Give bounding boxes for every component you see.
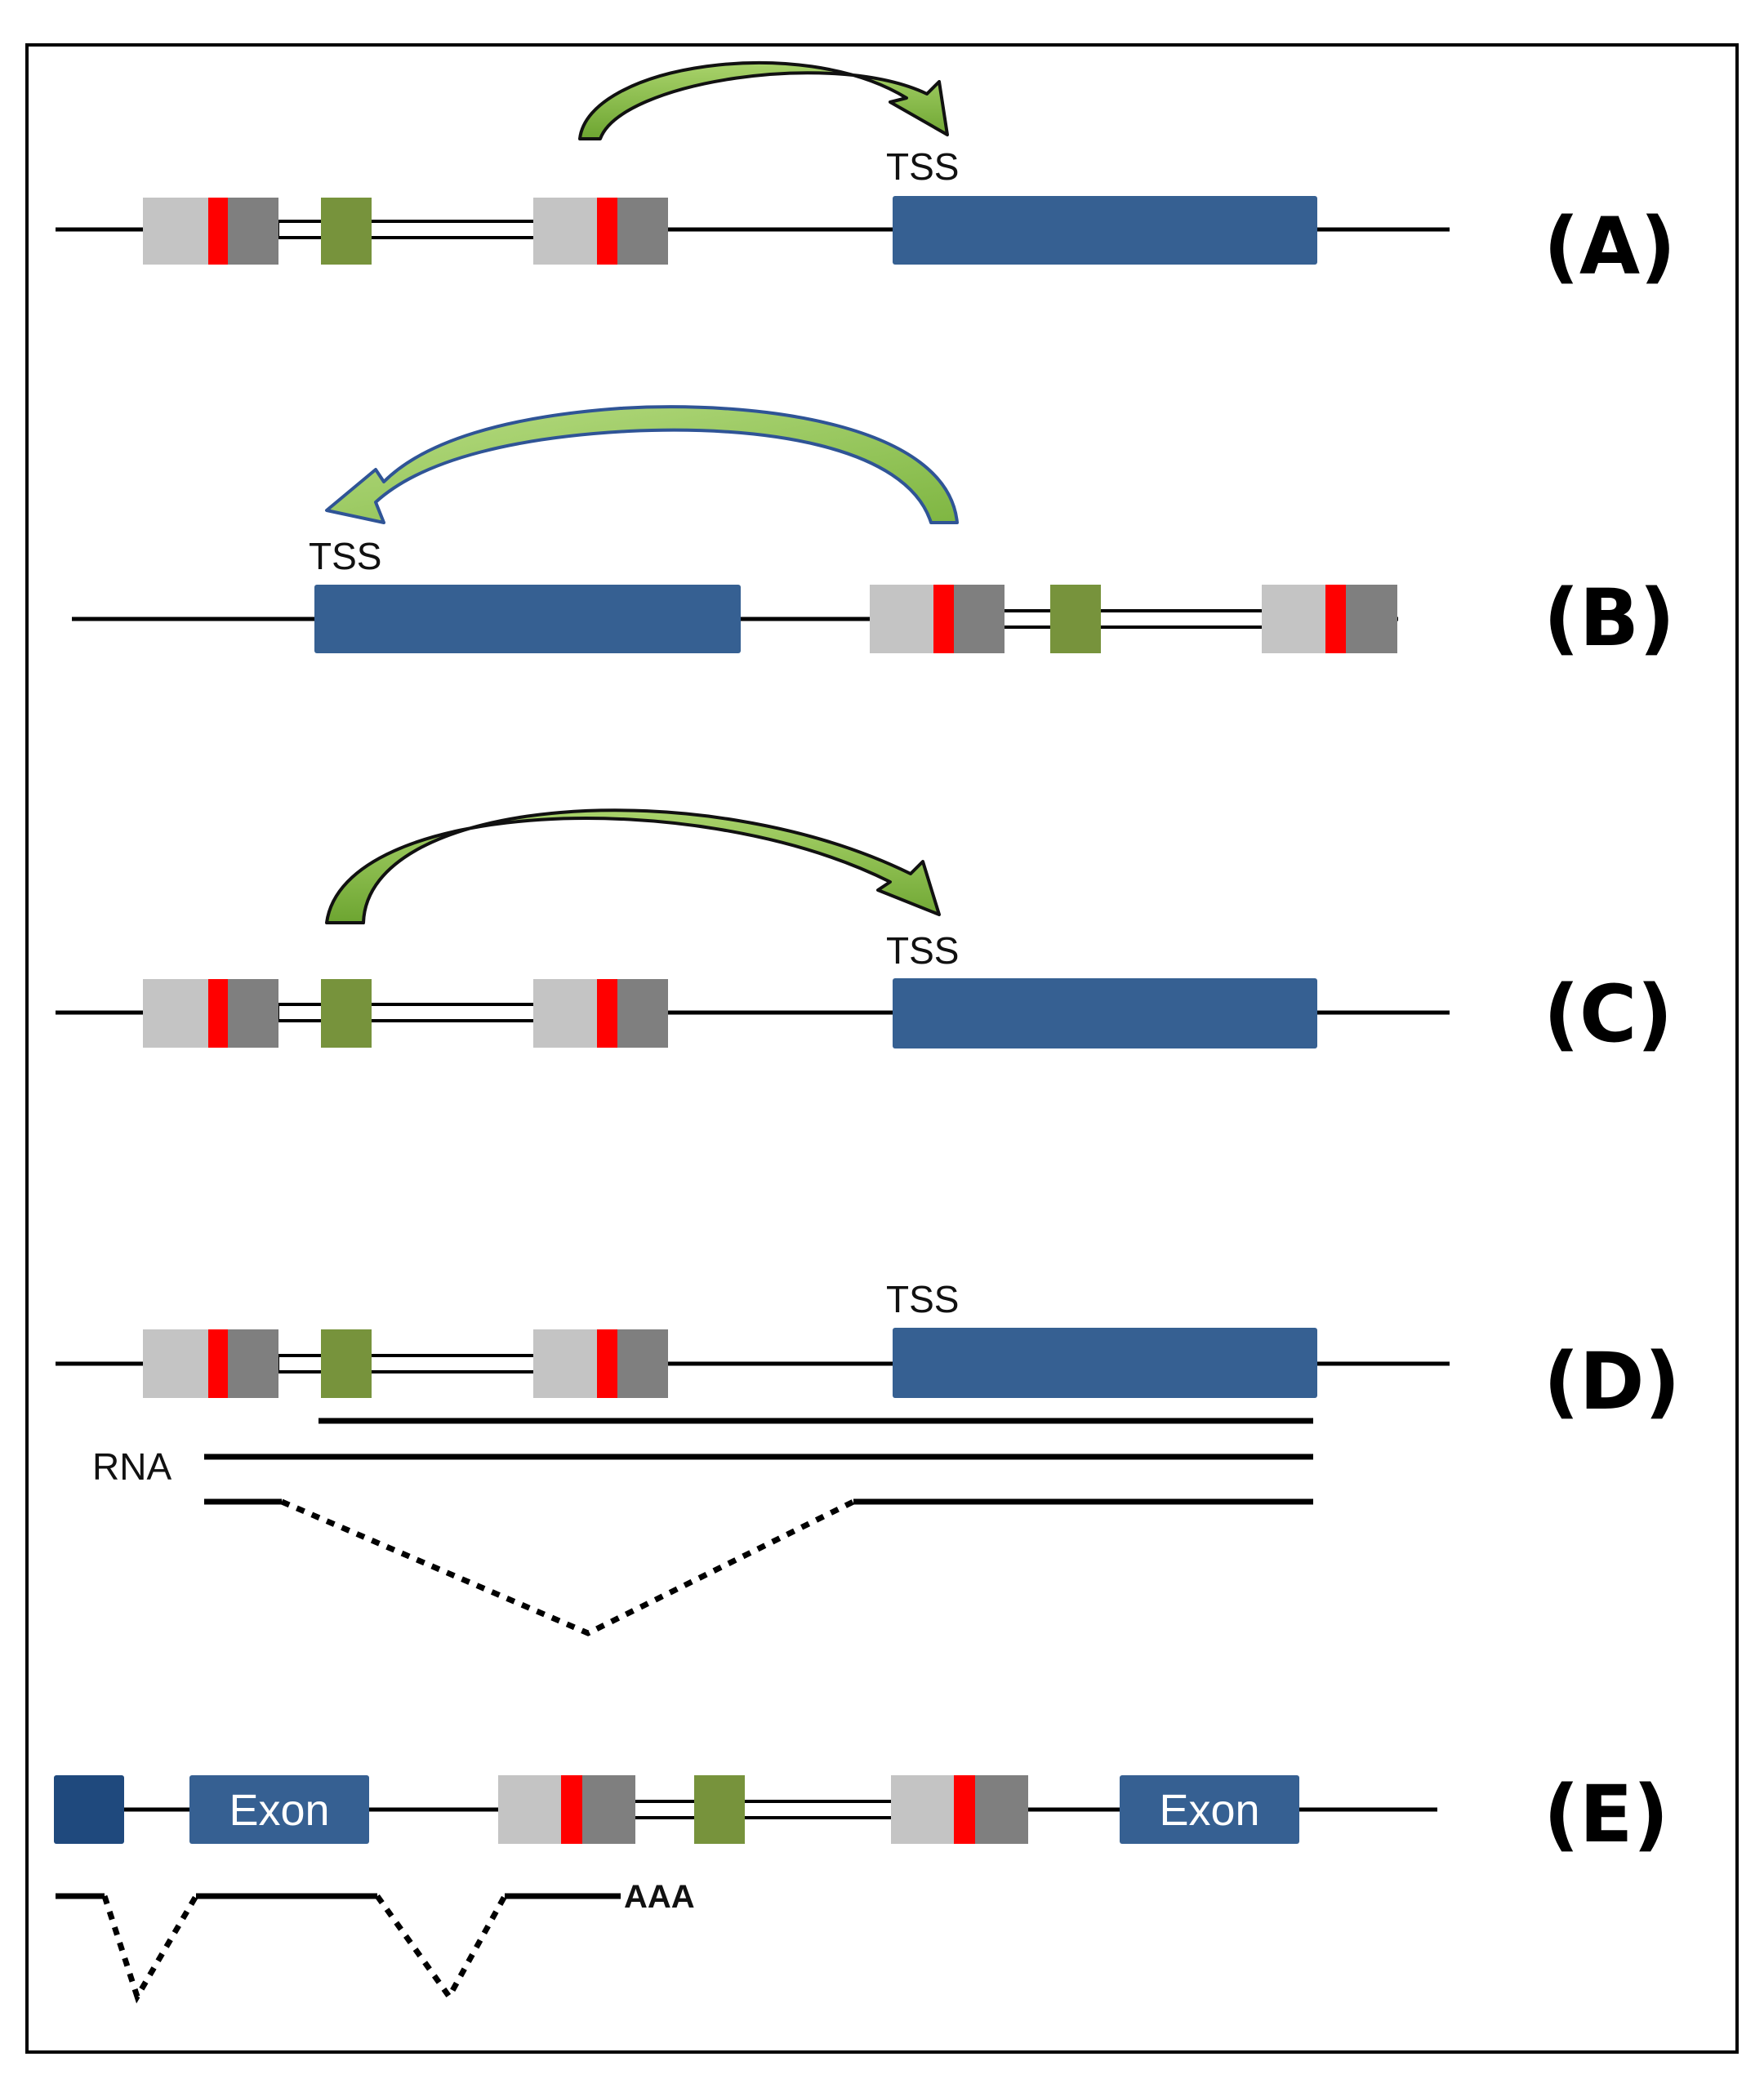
splice-junction [375,1894,508,2002]
dna-linker [999,609,1265,629]
polya-tail-label: AAA [624,1879,695,1915]
gene-block [893,978,1317,1048]
promoter-cassette-icon [143,1329,278,1398]
promoter-cassette-icon [143,979,278,1048]
splice-junction [101,1894,199,2004]
rna-label: RNA [92,1445,172,1488]
figure-frame [25,43,1739,2054]
dna-linker [276,220,537,239]
promoter-cassette-icon [533,1329,668,1398]
promoter-cassette-icon [870,585,1004,653]
panel-label-c: (C) [1544,968,1673,1060]
enhancer-box-icon [1050,585,1101,653]
exon-block [189,1775,369,1844]
gene-block [893,1328,1317,1398]
tss-label: TSS [309,535,381,577]
splice-junction [280,1498,855,1636]
promoter-cassette-icon [143,198,278,265]
dna-linker [631,1800,896,1819]
panel-label-e: (E) [1544,1769,1668,1860]
promoter-cassette-icon [1262,585,1397,653]
tss-label: TSS [886,1278,959,1320]
panel-a: TSS (A) [56,61,1676,292]
panel-label-b: (B) [1544,572,1675,664]
exon-block [1120,1775,1299,1844]
enhancer-box-icon [321,979,372,1048]
enhancer-box-icon [321,1329,372,1398]
promoter-cassette-icon [891,1775,1028,1844]
enhancer-box-icon [321,198,372,265]
promoter-cassette-icon [498,1775,635,1844]
panel-label-d: (D) [1544,1336,1680,1427]
panel-b: TSS (B) [72,405,1675,664]
panel-label-a: (A) [1544,201,1676,292]
gene-block [893,196,1317,265]
tss-label: TSS [886,145,959,188]
enhancer-box-icon [694,1775,745,1844]
panel-c: TSS (C) [56,808,1673,1060]
panel-d: TSS RNA (D) [56,1278,1680,1636]
exon-label: Exon [229,1786,329,1835]
dna-linker [276,1354,537,1373]
dna-linker [276,1003,537,1022]
promoter-cassette-icon [533,198,668,265]
curved-arrow-icon [325,405,959,524]
curved-arrow-icon [578,61,949,140]
promoter-cassette-icon [533,979,668,1048]
first-exon-block [54,1775,124,1844]
curved-arrow-icon [325,808,941,924]
gene-block [314,585,741,653]
exon-label: Exon [1159,1786,1259,1835]
tss-label: TSS [886,929,959,972]
panel-e: Exon Exon AAA (E) [54,1769,1668,2004]
